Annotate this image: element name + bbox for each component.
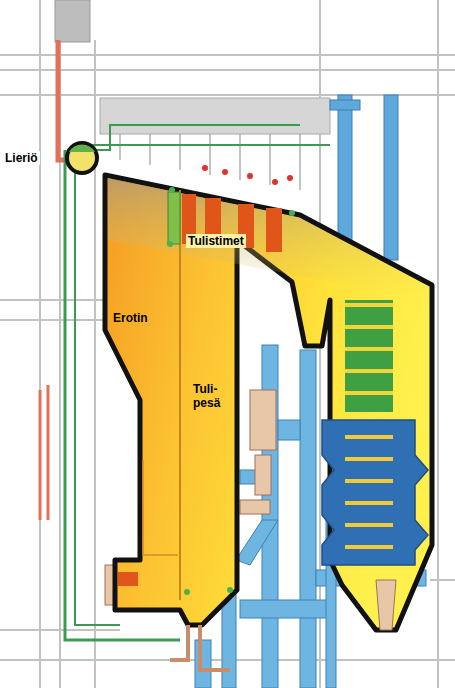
economizer — [345, 425, 393, 560]
part-label: Tuli- pesä — [193, 382, 231, 410]
part-label: Lieriö — [3, 151, 40, 165]
roof-shade — [108, 178, 430, 300]
top-equipment — [55, 0, 90, 42]
fuel-feed — [170, 625, 230, 670]
ash-hopper — [376, 580, 396, 630]
separator-wall — [179, 190, 181, 600]
superheater-panels — [118, 192, 282, 586]
boiler-outline — [105, 175, 432, 630]
drum-steam-space — [69, 144, 95, 152]
part-label: Tulistimet — [186, 234, 246, 248]
economizer-casing — [322, 420, 428, 565]
part-label: Erotin — [113, 311, 148, 325]
roof-equipment — [100, 98, 330, 134]
pipe-nodes — [167, 187, 295, 595]
header-dots — [202, 165, 293, 185]
loop-seal — [240, 390, 276, 514]
backpass-superheater — [345, 300, 393, 412]
separator-dipleg — [143, 460, 178, 555]
steam-drum — [67, 143, 97, 173]
